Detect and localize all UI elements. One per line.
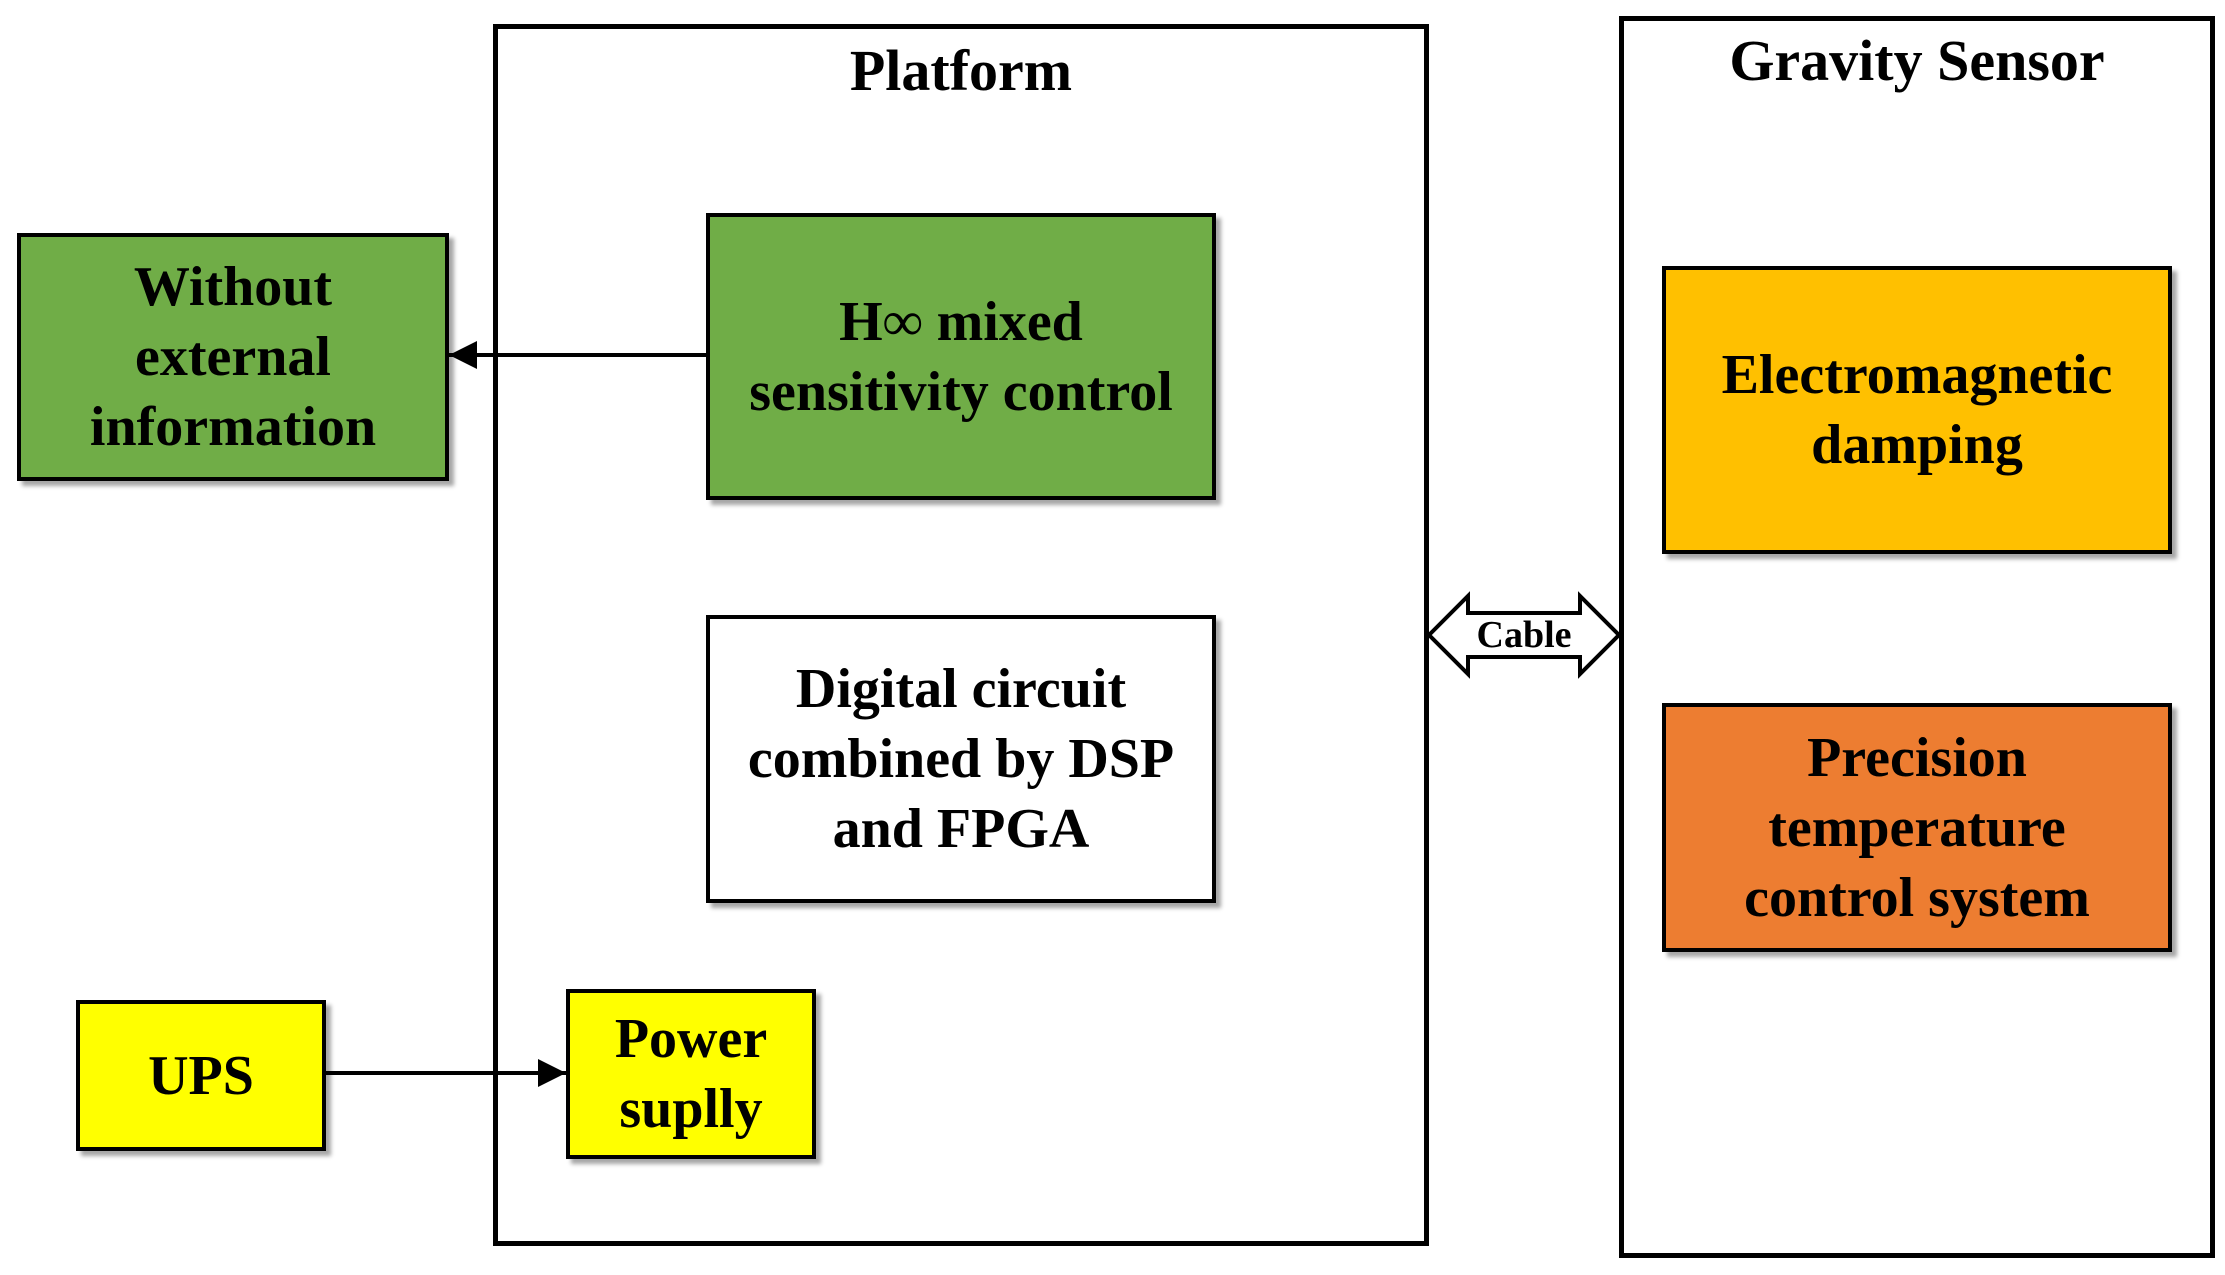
gravity-sensor-title: Gravity Sensor (1729, 28, 2105, 93)
power-supply-label: Power suplly (614, 1008, 768, 1140)
digital-circuit-label: Digital circuit combined by DSP and FPGA (747, 658, 1175, 860)
platform-title: Platform (849, 38, 1073, 103)
cable-label: Cable (1476, 614, 1572, 656)
power-supply-block: Power suplly (566, 989, 816, 1159)
electromagnetic-damping-label: Electromagnetic damping (1721, 344, 2113, 476)
h-infinity-control-label: H∞ mixed sensitivity control (749, 290, 1173, 423)
precision-temperature-control-block: Precision temperature control system (1662, 703, 2172, 952)
ups-label: UPS (148, 1044, 254, 1107)
precision-temperature-control-label: Precision temperature control system (1744, 726, 2090, 929)
ups-to-power-arrowhead (538, 1059, 566, 1087)
electromagnetic-damping-block: Electromagnetic damping (1662, 266, 2172, 554)
h-infinity-control-block: H∞ mixed sensitivity control (706, 213, 1216, 500)
without-external-information-label: Without external information (89, 256, 377, 458)
digital-circuit-block: Digital circuit combined by DSP and FPGA (706, 615, 1216, 903)
ups-block: UPS (76, 1000, 326, 1151)
gravity-sensor-container: Gravity Sensor (1619, 16, 2215, 1258)
control-to-info-arrowhead (449, 341, 477, 369)
cable-double-arrow (1426, 591, 1622, 679)
without-external-information-block: Without external information (17, 233, 449, 481)
